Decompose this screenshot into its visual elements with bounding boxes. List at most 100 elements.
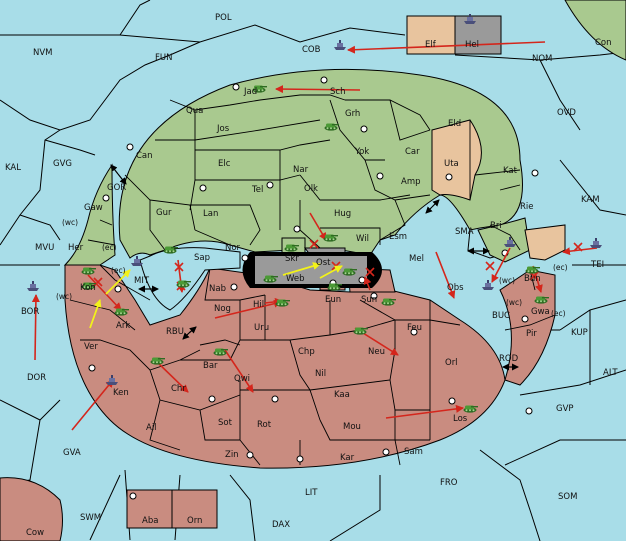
- land-label-Los: Los: [453, 414, 468, 424]
- land-label-Sot: Sot: [218, 418, 233, 428]
- land-label-Hil: Hil: [253, 300, 264, 310]
- sea-label-COB: COB: [302, 45, 321, 55]
- sea-label-MVU: MVU: [35, 243, 54, 253]
- coast-label-kon-ec: (ec): [111, 266, 126, 275]
- land-label-Hel: Hel: [465, 40, 479, 50]
- sea-label-KAM: KAM: [581, 195, 600, 205]
- land-label-Obs: Obs: [447, 283, 464, 293]
- coast-label-gwa-ec: (ec): [551, 309, 566, 318]
- land-label-Nog: Nog: [214, 304, 231, 314]
- sea-label-FUN: FUN: [155, 53, 172, 63]
- sea-label-NVM: NVM: [33, 48, 53, 58]
- land-label-Web: Web: [286, 274, 305, 284]
- land-label-Ver: Ver: [84, 342, 98, 352]
- adjacency-arrows: [110, 164, 519, 371]
- sea-label-MIT: MIT: [134, 276, 150, 286]
- sea-label-DOR: DOR: [27, 373, 46, 383]
- land-label-Feu: Feu: [407, 323, 422, 333]
- sea-label-TEI: TEI: [590, 260, 604, 270]
- land-label-Olk: Olk: [304, 184, 318, 194]
- land-label-Kaa: Kaa: [334, 390, 350, 400]
- land-label-Eun: Eun: [325, 295, 341, 305]
- sea-label-BUC: BUC: [492, 311, 510, 321]
- land-label-Lan: Lan: [203, 209, 218, 219]
- sea-label-ALT: ALT: [603, 368, 618, 378]
- land-label-Sun: Sun: [361, 295, 377, 305]
- land-label-Skr: Skr: [285, 254, 299, 264]
- land-label-Wil: Wil: [356, 234, 369, 244]
- land-label-Aba: Aba: [142, 516, 158, 526]
- move-orders: [31, 41, 598, 431]
- land-label-Chp: Chp: [298, 347, 315, 357]
- land-label-Rot: Rot: [257, 420, 272, 430]
- land-label-Jad: Jad: [243, 87, 257, 97]
- failed-orders: [93, 239, 583, 291]
- land-label-Jos: Jos: [216, 124, 230, 134]
- land-label-Neu: Neu: [368, 347, 385, 357]
- sea-label-DAX: DAX: [272, 520, 290, 530]
- land-label-Esm: Esm: [389, 232, 407, 242]
- land-label-Elf: Elf: [425, 40, 437, 50]
- land-label-Pir: Pir: [526, 329, 537, 339]
- land-label-Can: Can: [136, 151, 153, 161]
- supply-centers: [88, 76, 539, 500]
- land-label-Con: Con: [595, 38, 612, 48]
- land-label-Gaw: Gaw: [84, 203, 103, 213]
- land-label-Kar: Kar: [340, 453, 355, 463]
- land-label-Qua: Qua: [186, 106, 203, 116]
- sea-label-POL: POL: [215, 13, 232, 23]
- land-label-Ark: Ark: [116, 321, 130, 331]
- land-label-Bar: Bar: [203, 361, 218, 371]
- sea-label-SWM: SWM: [80, 513, 101, 523]
- coast-label-gaw-wc: (wc): [62, 218, 78, 227]
- land-borders: [69, 94, 556, 466]
- coast-label-gwa-wc: (wc): [506, 298, 522, 307]
- land-label-Mou: Mou: [343, 422, 361, 432]
- land-label-Mel: Mel: [409, 254, 424, 264]
- coast-label-bun-wc: (wc): [499, 276, 515, 285]
- land-label-Sap: Sap: [194, 253, 210, 263]
- land-label-Sch: Sch: [330, 87, 345, 97]
- coast-label-her-ec: (ec): [102, 243, 117, 252]
- land-label-Hug: Hug: [334, 209, 351, 219]
- sea-label-GVA: GVA: [63, 448, 81, 458]
- sea-label-BOR: BOR: [21, 307, 39, 317]
- land-labels: Jad Sch Qua Grh Jos Eld Can Yok Car Uta …: [26, 38, 612, 538]
- land-label-Gur: Gur: [156, 208, 172, 218]
- land-label-Bun: Bun: [524, 274, 541, 284]
- land-label-Kon: Kon: [80, 283, 96, 293]
- coast-label-kon-wc: (wc): [56, 292, 72, 301]
- sea-label-GOR: GOR: [107, 183, 126, 193]
- land-label-Ail: Ail: [146, 423, 157, 433]
- land-label-Orl: Orl: [445, 358, 458, 368]
- land-label-Amp: Amp: [401, 177, 421, 187]
- land-label-Ken: Ken: [113, 388, 129, 398]
- support-orders: [89, 262, 343, 329]
- land-label-Zin: Zin: [225, 450, 239, 460]
- land-label-Yok: Yok: [354, 147, 369, 157]
- sea-label-SMA: SMA: [455, 227, 474, 237]
- sea-label-NOM: NOM: [532, 54, 552, 64]
- land-label-Elc: Elc: [218, 159, 231, 169]
- land-label-Uta: Uta: [444, 159, 459, 169]
- sea-label-LIT: LIT: [305, 488, 318, 498]
- land-label-Bri: Bri: [490, 221, 502, 231]
- land-label-Nab: Nab: [209, 284, 226, 294]
- land-label-Grh: Grh: [345, 109, 360, 119]
- sea-label-ROD: ROD: [499, 354, 519, 364]
- sea-label-KUP: KUP: [571, 328, 588, 338]
- land-label-Nil: Nil: [315, 369, 326, 379]
- sea-label-OVD: OVD: [557, 108, 576, 118]
- land-label-Orn: Orn: [187, 516, 202, 526]
- sea-label-GVG: GVG: [53, 159, 72, 169]
- sea-label-FRO: FRO: [440, 478, 458, 488]
- sea-label-SOM: SOM: [558, 492, 577, 502]
- land-label-Nor: Nor: [225, 243, 241, 253]
- land-label-Kat: Kat: [503, 166, 518, 176]
- land-label-Qwi: Qwi: [234, 374, 250, 384]
- land-label-Chr: Chr: [171, 384, 186, 394]
- land-label-Ost: Ost: [316, 258, 331, 268]
- sea-labels: POL FUN NVM COB NOM OVD KAL GVG GOR MVU …: [5, 13, 618, 530]
